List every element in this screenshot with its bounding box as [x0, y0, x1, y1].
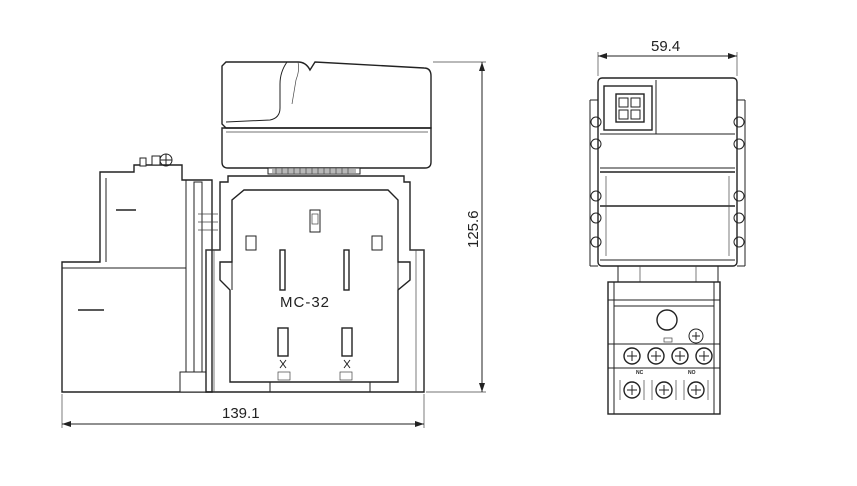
dimension-width-side: 139.1	[61, 394, 425, 428]
front-neck	[617, 265, 719, 283]
side-top-module	[221, 61, 432, 175]
upper-terminals	[623, 347, 713, 365]
nc-label: NC	[636, 370, 644, 376]
front-view: 59.4	[589, 38, 746, 415]
dimension-width-side-label: 139.1	[222, 405, 260, 422]
no-label: NO	[688, 370, 696, 376]
side-view: MC-32 139.1 125.6	[61, 61, 486, 428]
dimension-height-side-label: 125.6	[465, 210, 482, 248]
connector-teeth	[272, 168, 356, 174]
side-contactor: MC-32	[205, 175, 425, 393]
side-main-body	[61, 153, 218, 393]
side-screws	[590, 116, 745, 248]
model-label: MC-32	[280, 294, 330, 311]
dimension-width-front-label: 59.4	[651, 38, 680, 55]
dimension-width-front: 59.4	[597, 38, 738, 76]
lower-terminals	[623, 381, 705, 399]
front-overload-relay: NC NO	[607, 281, 721, 415]
dimension-height-side: 125.6	[426, 61, 486, 393]
front-contactor	[589, 77, 746, 267]
